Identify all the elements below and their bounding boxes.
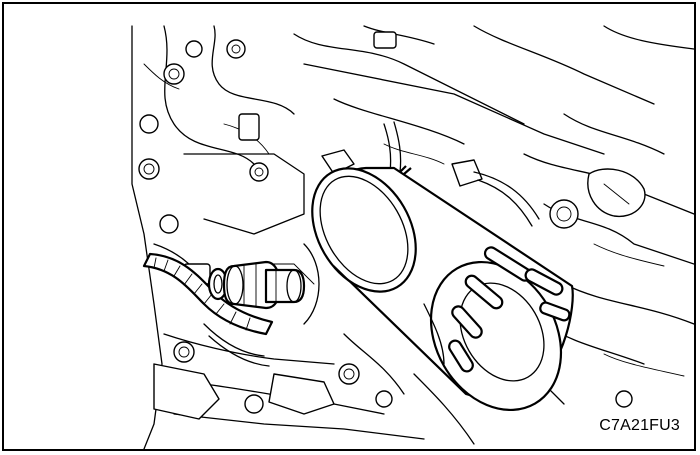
wiring-harness bbox=[142, 252, 274, 367]
lower-components bbox=[153, 168, 646, 420]
figure-frame: C7A21FU3 bbox=[2, 2, 696, 451]
filter-grip-flutes bbox=[448, 246, 571, 373]
oil-pressure-switch bbox=[207, 260, 306, 310]
oil-filter bbox=[311, 165, 574, 412]
engine-illustration bbox=[131, 25, 694, 449]
figure-code: C7A21FU3 bbox=[599, 417, 680, 434]
